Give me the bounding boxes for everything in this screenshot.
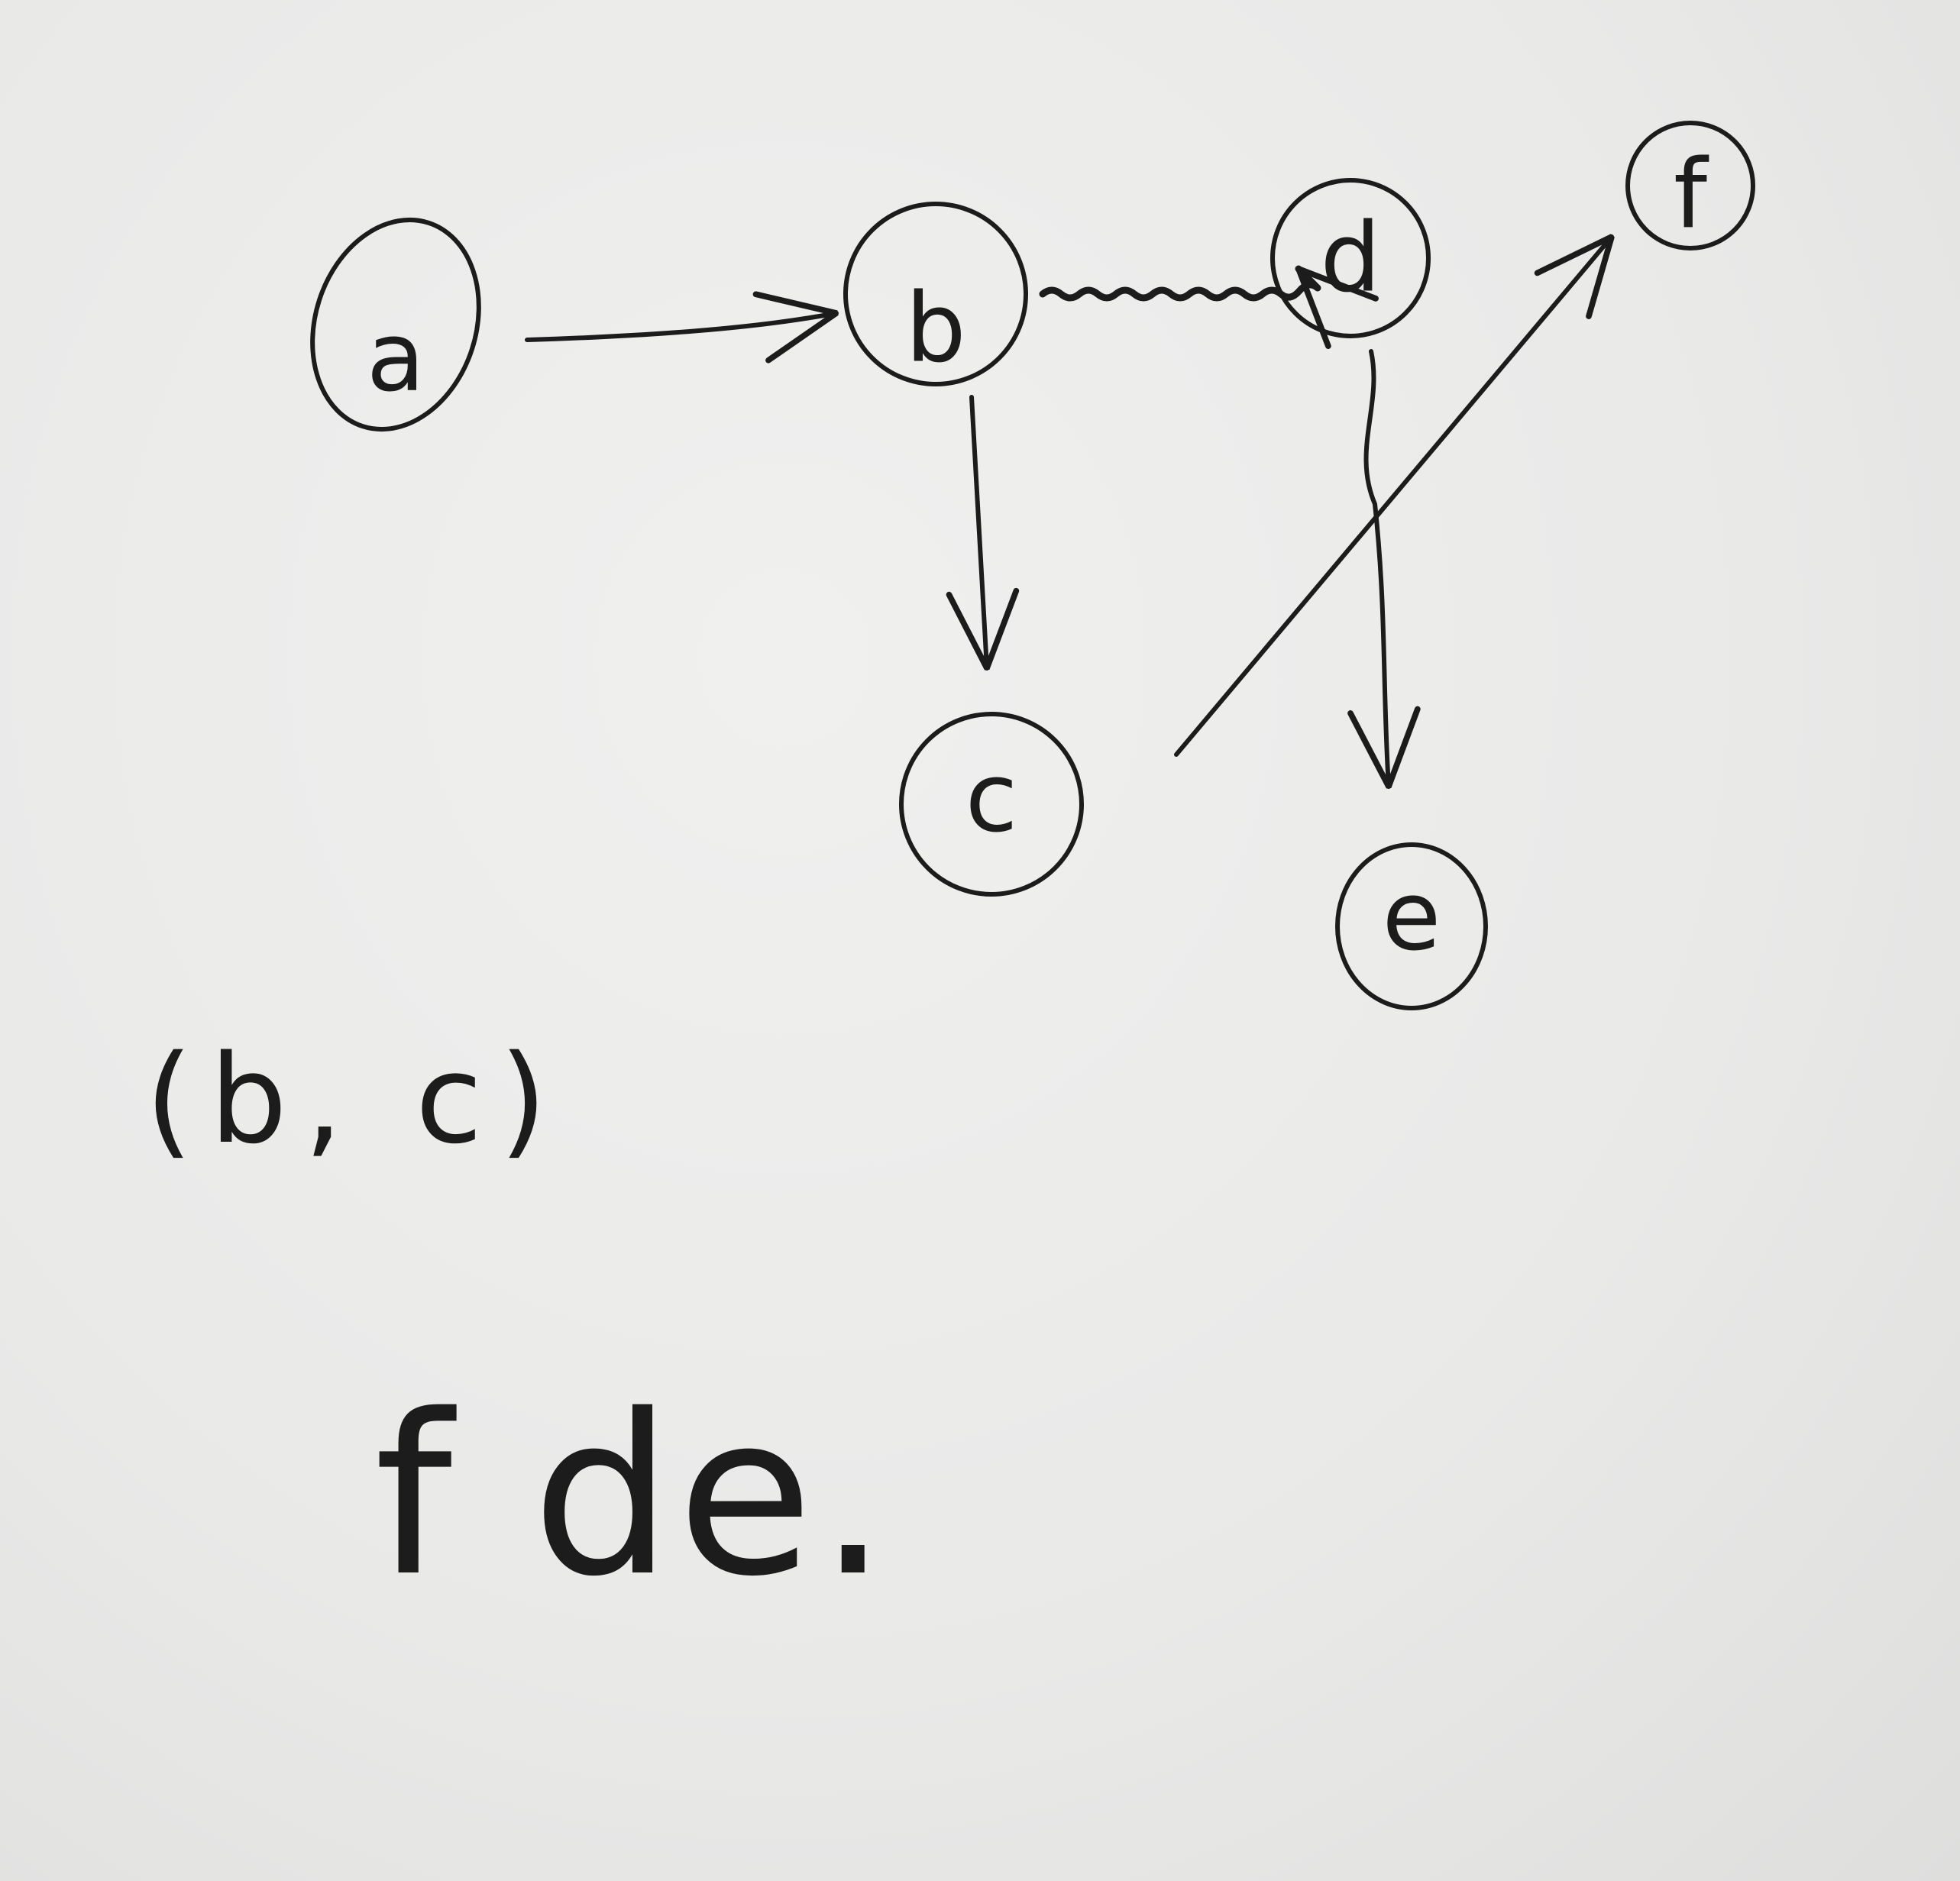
node-c-label: c — [965, 743, 1018, 854]
node-b: b — [843, 202, 1028, 386]
node-f-label: f — [1674, 140, 1709, 250]
edge-c-f — [1174, 237, 1612, 757]
edge-b-d-wavy — [1039, 265, 1318, 298]
node-a-label: a — [367, 302, 425, 413]
node-e: e — [1335, 842, 1488, 1010]
node-d: d — [1270, 178, 1431, 338]
note-answer: f de. — [374, 1368, 893, 1625]
node-b-label: b — [905, 273, 965, 384]
edge-a-b — [525, 313, 836, 340]
edge-b-c — [972, 395, 987, 668]
node-a: a — [310, 217, 481, 432]
note-pair: (b, c) — [145, 1028, 564, 1171]
node-c: c — [899, 712, 1084, 897]
node-e-label: e — [1383, 861, 1441, 972]
node-f: f — [1625, 121, 1755, 250]
node-d-label: d — [1320, 203, 1380, 314]
edge-d-e — [1367, 349, 1389, 787]
